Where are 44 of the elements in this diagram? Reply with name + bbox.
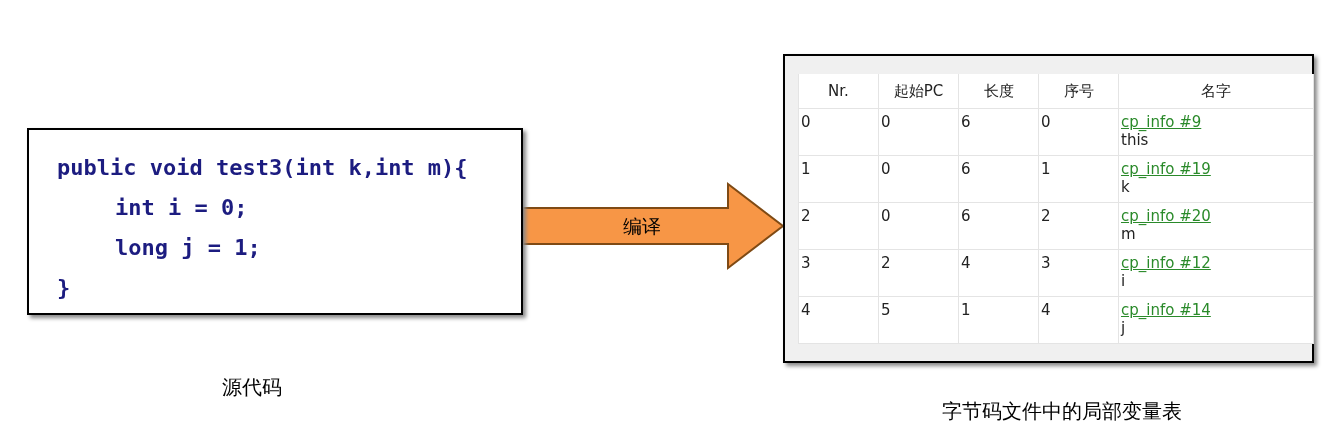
variable-name: m bbox=[1121, 225, 1136, 243]
header-cell: 序号 bbox=[1038, 74, 1119, 109]
variable-name: j bbox=[1121, 319, 1126, 337]
table-cell: 0 bbox=[878, 202, 959, 250]
table-cell: 0 bbox=[798, 108, 879, 156]
link: cp_info #9 bbox=[1121, 113, 1202, 131]
link: cp_info #14 bbox=[1121, 301, 1211, 319]
code-line: long j = 1; bbox=[115, 234, 261, 262]
table-cell: 3 bbox=[1038, 249, 1119, 297]
link: cp_info #20 bbox=[1121, 207, 1211, 225]
table-cell: 5 bbox=[878, 296, 959, 344]
code-line: int i = 0; bbox=[115, 194, 248, 222]
header-cell: 名字 bbox=[1118, 74, 1314, 109]
code-box bbox=[27, 128, 523, 315]
table-cell: 0 bbox=[1038, 108, 1119, 156]
variable-name: k bbox=[1121, 178, 1130, 196]
node-label: 源代码 bbox=[222, 374, 282, 401]
table-cell: 6 bbox=[958, 202, 1039, 250]
table-cell: 4 bbox=[1038, 296, 1119, 344]
code-line: } bbox=[57, 274, 71, 302]
node-label: 字节码文件中的局部变量表 bbox=[942, 398, 1182, 425]
table-cell: 3 bbox=[798, 249, 879, 297]
table-cell: 1 bbox=[1038, 155, 1119, 203]
block-arrow bbox=[522, 181, 785, 271]
table-cell: 2 bbox=[878, 249, 959, 297]
header-cell: 起始PC bbox=[878, 74, 959, 109]
table-cell: 0 bbox=[878, 108, 959, 156]
header-cell: Nr. bbox=[798, 74, 879, 109]
table-cell: 2 bbox=[798, 202, 879, 250]
variable-name: this bbox=[1121, 131, 1149, 149]
link: cp_info #19 bbox=[1121, 160, 1211, 178]
header-cell: 长度 bbox=[958, 74, 1039, 109]
link: cp_info #12 bbox=[1121, 254, 1211, 272]
table-cell: 2 bbox=[1038, 202, 1119, 250]
table-cell: 6 bbox=[958, 155, 1039, 203]
table-cell: 6 bbox=[958, 108, 1039, 156]
table-cell: 1 bbox=[798, 155, 879, 203]
table-cell: 1 bbox=[958, 296, 1039, 344]
table-panel bbox=[783, 54, 1314, 363]
table-cell: 4 bbox=[798, 296, 879, 344]
code-line: public void test3(int k,int m){ bbox=[57, 154, 468, 182]
variable-name: i bbox=[1121, 272, 1126, 290]
table-cell: 0 bbox=[878, 155, 959, 203]
table-cell: 4 bbox=[958, 249, 1039, 297]
